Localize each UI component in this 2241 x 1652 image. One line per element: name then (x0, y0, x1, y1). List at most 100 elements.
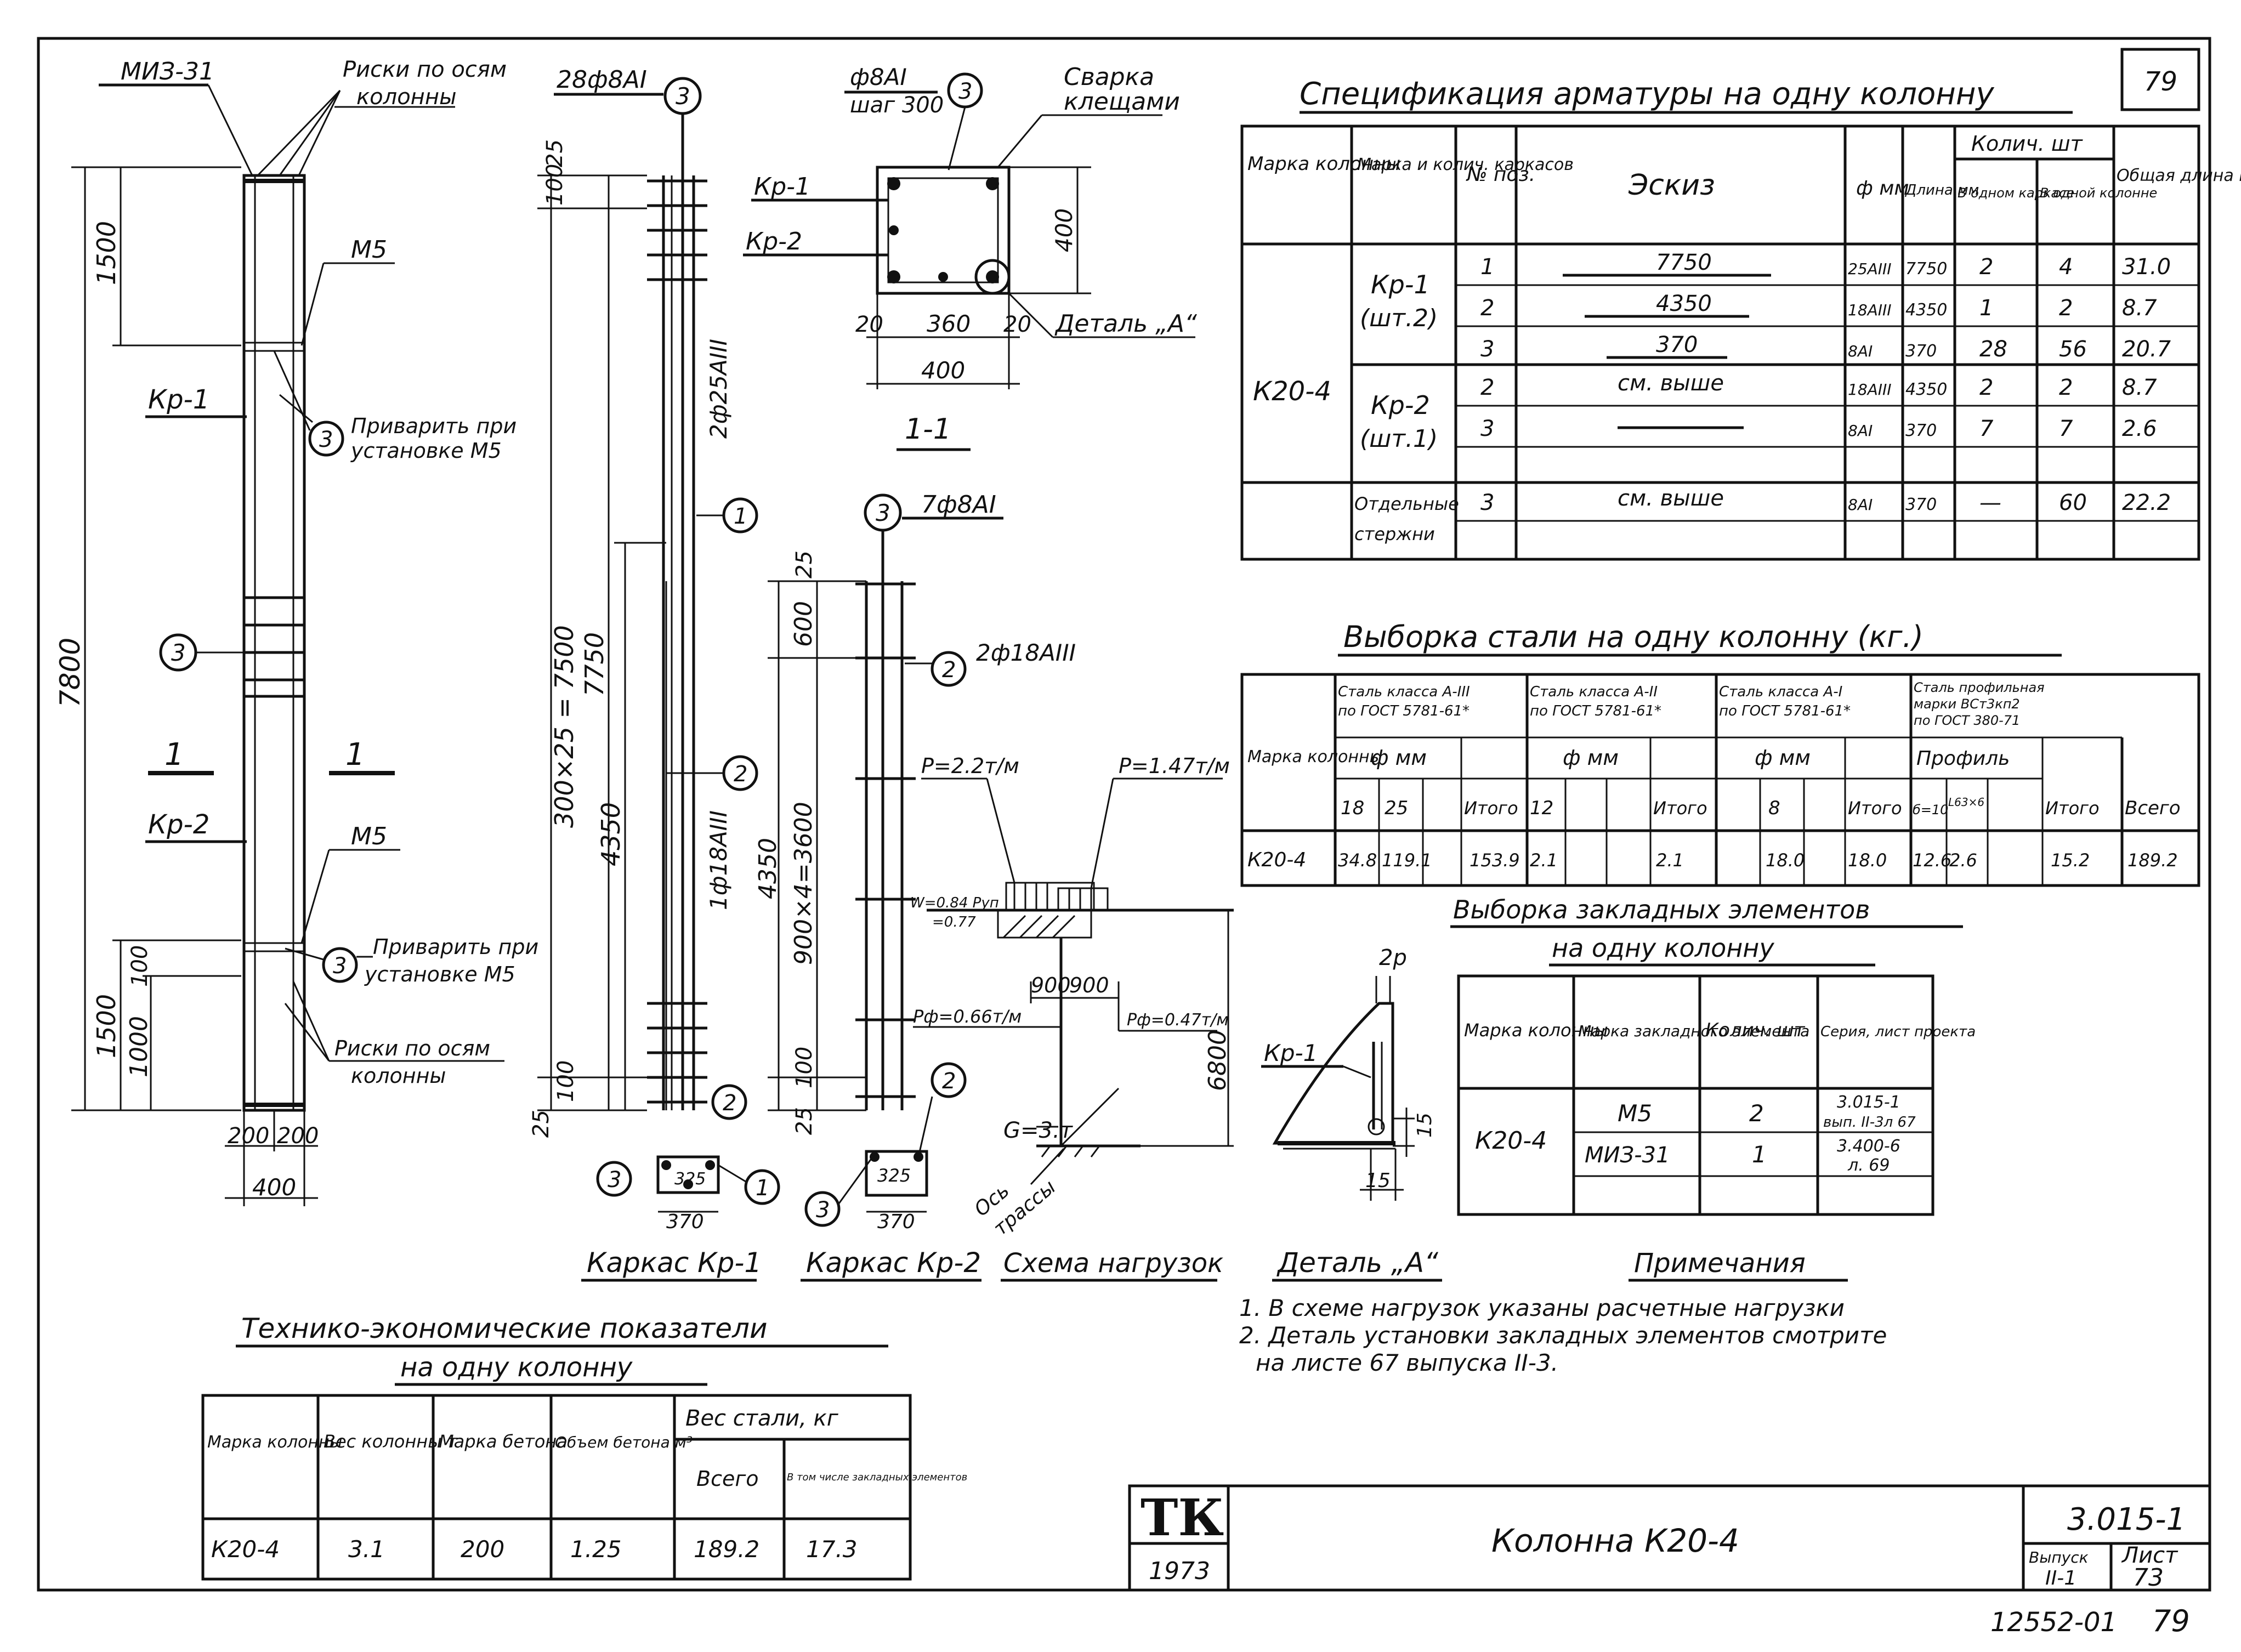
kr1-caption: Каркас Кр-1 (587, 1247, 762, 1279)
kr2-dim-100: 100 (792, 1047, 817, 1088)
spec-row-sketch: см. выше (1618, 371, 1724, 396)
tb-sheet-label: Лист (2121, 1543, 2178, 1568)
steel-value-cell: 153.9 (1470, 850, 1520, 871)
tep-title2: на одну колонну (400, 1352, 633, 1383)
emb-title2: на одну колонну (1552, 933, 1774, 963)
kr2-c3-bot: 3 (816, 1197, 830, 1223)
risks-top-label-2: колонны (356, 84, 457, 110)
tep-title: Технико-экономические показатели (241, 1313, 767, 1344)
sec-dim-400h: 400 (921, 357, 965, 384)
load-p4: Pф=0.47т/м (1127, 1010, 1229, 1030)
kr2-c3-top: 3 (876, 499, 890, 526)
steel-h-a3-1: Сталь класса А-III (1338, 684, 1470, 700)
spec-row-k: — (1979, 490, 2001, 515)
tb-sheet: 73 (2133, 1564, 2164, 1592)
tep-h-grade: Марка бетона (439, 1431, 568, 1452)
load-caption: Схема нагрузок (1003, 1248, 1223, 1279)
dim-400: 400 (252, 1174, 296, 1201)
load-w2: =0.77 (932, 914, 976, 930)
load-scheme: P=2.2т/м P=1.47т/м W=0.84 Pуп =0.77 900 … (910, 754, 1234, 1282)
kr1-sec-325: 325 (674, 1170, 706, 1189)
page-number: 79 (2144, 66, 2177, 97)
kr1-c2-bot: 2 (723, 1091, 736, 1116)
sec-label-top: ф8АI (850, 64, 907, 90)
emb-r1-series-2: вып. II-3л 67 (1823, 1114, 1916, 1131)
detail-kr1: Кр-1 (1264, 1040, 1318, 1066)
sec-c3: 3 (958, 79, 972, 104)
kr2-c2: 2 (942, 657, 956, 683)
spec-row-k: 2 (1979, 375, 1993, 400)
kr1-c1-bot: 1 (756, 1176, 769, 1201)
spec-row-len: 370 (1905, 495, 1937, 514)
spec-row-sketch: 7750 (1656, 250, 1712, 275)
spec-row-len: 370 (1905, 421, 1937, 440)
load-900b: 900 (1069, 973, 1109, 997)
spec-title: Спецификация арматуры на одну колонну (1300, 76, 1994, 112)
spec-row-d: 8АI (1848, 422, 1873, 440)
embedded-table: Выборка закладных элементов на одну коло… (1450, 895, 1976, 1216)
kr1-label: Кр-1 (148, 384, 209, 415)
spec-row-total: 8.7 (2122, 296, 2157, 321)
spec-g3-count: стержни (1354, 524, 1435, 544)
steel-h-a1-1: Сталь класса А-I (1719, 684, 1842, 700)
steel-value-cell: 119.1 (1382, 850, 1432, 871)
steel-h-a2-2: по ГОСТ 5781-61* (1530, 703, 1661, 719)
spec-h-sketch: Эскиз (1628, 169, 1715, 202)
dim-1500-bot: 1500 (92, 994, 121, 1058)
spec-row-total: 20.7 (2122, 337, 2171, 362)
steel-value-cell: 2.1 (1656, 850, 1684, 871)
tep-h-weight: Вес колонны т (324, 1431, 458, 1452)
kr1-sec-370: 370 (666, 1211, 704, 1233)
steel-h-profile: Профиль (1916, 747, 2010, 770)
spec-row-sketch: 4350 (1656, 291, 1712, 316)
sec-title: 1-1 (905, 413, 951, 446)
emb-r2-mark: МИЗ-31 (1585, 1143, 1670, 1168)
circle-3-weld-top: 3 (319, 427, 333, 452)
dim-200b: 200 (277, 1123, 319, 1149)
steel-value-cell: 12.6 (1913, 850, 1951, 871)
sec-label-step: шаг 300 (850, 93, 944, 118)
sec-kr2: Кр-2 (746, 228, 802, 256)
spec-table: Спецификация арматуры на одну колонну 79… (1240, 48, 2241, 561)
kr1-c3-top: 3 (676, 83, 690, 110)
dim-7800: 7800 (54, 638, 86, 707)
dim-200a: 200 (228, 1123, 269, 1149)
load-p1: P=2.2т/м (921, 754, 1019, 778)
kr2-sec-370: 370 (877, 1211, 915, 1233)
section-1-1: ф8АI шаг 300 3 Сварка клещами Кр-1 Кр-2 … (743, 63, 1197, 451)
spec-g3-name: Отдельные (1354, 493, 1459, 514)
spec-h-total: Общая длина м. (2117, 166, 2241, 185)
kr2-top-label: 7ф8АI (921, 491, 996, 519)
load-900a: 900 (1031, 973, 1071, 997)
risks-top-label: Риски по осям (343, 57, 507, 82)
steel-h-sub-18: 18 (1341, 797, 1364, 819)
spec-row-len: 370 (1905, 342, 1937, 361)
spec-row-c: 56 (2059, 337, 2087, 362)
kr1-dim-100: 100 (542, 164, 568, 206)
spec-row-len: 4350 (1905, 300, 1947, 320)
spec-row-sketch: см. выше (1618, 486, 1724, 511)
spec-g1-name: Кр-1 (1371, 270, 1430, 299)
steel-h-sub-itogo4: Итого (2045, 798, 2100, 819)
sec-dim-360: 360 (927, 310, 971, 337)
spec-row-pos: 3 (1480, 416, 1494, 441)
detail-2p: 2р (1379, 945, 1407, 970)
kr1-dim-7750: 7750 (580, 632, 609, 696)
spec-row-pos: 3 (1480, 337, 1494, 362)
steel-h-a1-2: по ГОСТ 5781-61* (1719, 703, 1851, 719)
spec-row-d: 8АI (1848, 342, 1873, 360)
kr1-dim-25: 25 (542, 139, 568, 167)
steel-title: Выборка стали на одну колонну (кг.) (1343, 620, 1924, 654)
emb-h-el: Марка закладного элемента (1578, 1022, 1809, 1040)
steel-value-cell: 2.1 (1530, 850, 1558, 871)
detail-15a: 15 (1414, 1112, 1436, 1138)
tep-value-cell: 17.3 (806, 1536, 858, 1563)
tb-series: 3.015-1 (2067, 1502, 2186, 1537)
emb-r2-series-2: л. 69 (1847, 1156, 1890, 1175)
weld-bot-1: Приварить при (373, 935, 538, 959)
spec-row-len: 7750 (1905, 259, 1947, 279)
steel-value-cell: 2.6 (1949, 850, 1977, 871)
notes-line-1: 1. В схеме нагрузок указаны расчетные на… (1239, 1295, 1845, 1321)
